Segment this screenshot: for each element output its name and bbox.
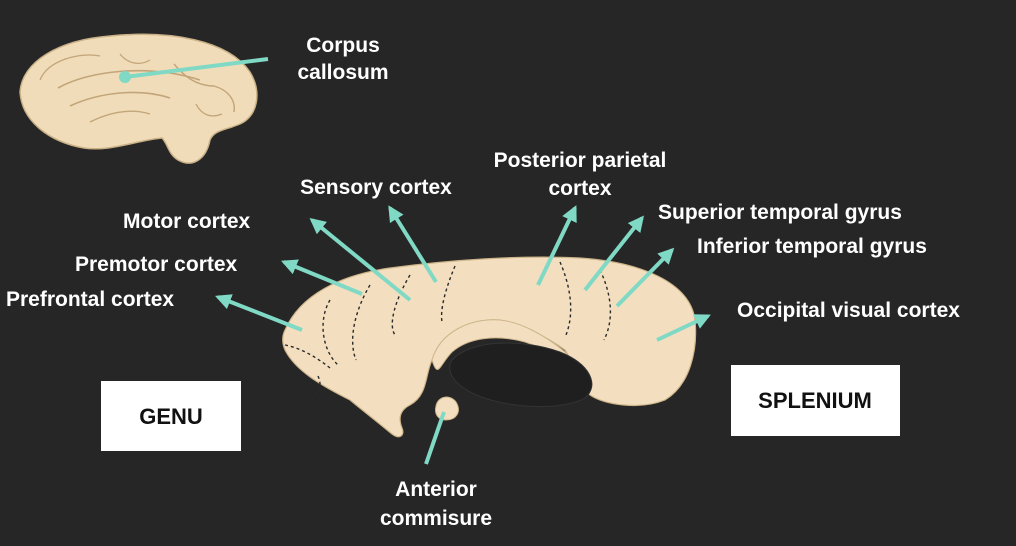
superior-temporal-gyrus-label: Superior temporal gyrus [658,201,902,224]
sensory-cortex-label: Sensory cortex [300,176,452,199]
arrow-icon [218,297,302,330]
posterior-parietal-label-line2: cortex [548,177,611,200]
anterior-commissure-label-line1: Anterior [395,478,477,501]
anterior-commissure-shape [435,397,458,420]
motor-cortex-label: Motor cortex [123,210,251,233]
splenium-box: SPLENIUM [731,365,900,436]
posterior-parietal-label-line1: Posterior parietal [494,149,667,172]
premotor-cortex-label: Premotor cortex [75,253,238,276]
occipital-visual-cortex-label: Occipital visual cortex [737,299,960,322]
genu-box: GENU [101,381,241,451]
splenium-label: SPLENIUM [758,388,872,413]
anterior-commissure-label-line2: commisure [380,507,492,530]
corpus-callosum-body [283,257,696,437]
genu-label: GENU [139,404,203,429]
brain-sagittal-icon [20,34,257,163]
corpus-callosum-label-line1: Corpus [306,34,380,57]
inferior-temporal-gyrus-label: Inferior temporal gyrus [697,235,927,258]
corpus-callosum-label-line2: callosum [297,61,388,84]
arrow-icon [426,412,444,464]
prefrontal-cortex-label: Prefrontal cortex [6,288,174,311]
